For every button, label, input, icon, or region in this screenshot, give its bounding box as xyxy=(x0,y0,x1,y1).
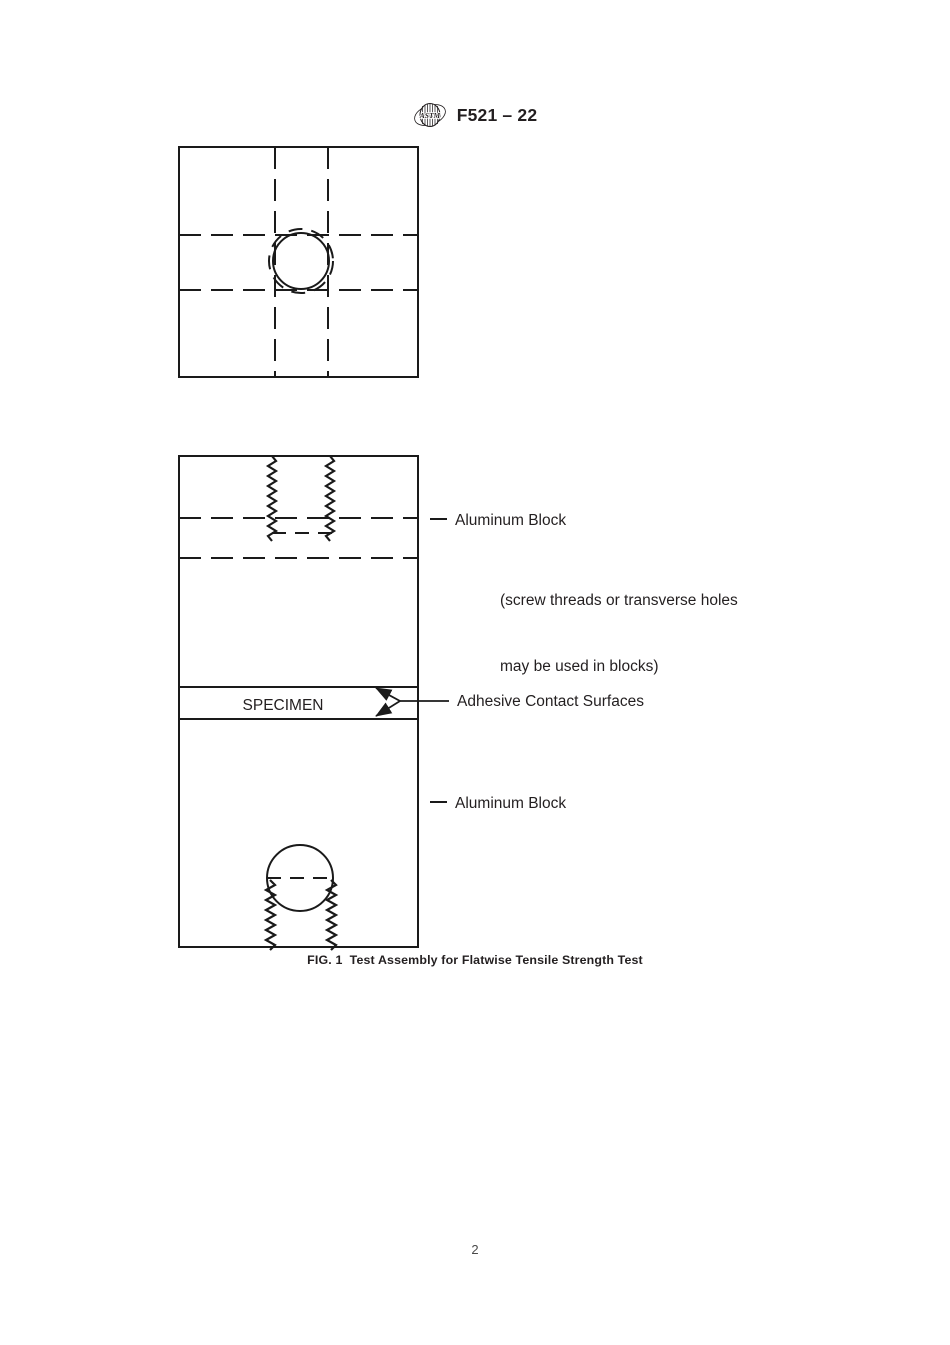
annotation-adhesive-contact-surfaces: Adhesive Contact Surfaces xyxy=(457,693,644,710)
leader-lines-group xyxy=(375,518,449,803)
upper-thread-wall-left xyxy=(265,455,279,542)
upper-thread-wall-right xyxy=(323,455,337,542)
top-view-thread-circle xyxy=(268,228,334,294)
top-view-group xyxy=(178,146,419,378)
svg-text:ASTM: ASTM xyxy=(418,111,440,120)
document-header: ASTM ASTM F521 – 22 xyxy=(0,100,950,130)
leader-adhesive-arrow-upper xyxy=(375,687,401,702)
figure-drawing: SPECIMEN xyxy=(178,146,449,951)
specimen-label: SPECIMEN xyxy=(243,697,324,714)
annotation-aluminum-block-top: Aluminum Block xyxy=(455,512,567,529)
top-view-hole-circle xyxy=(272,232,330,290)
upper-aluminum-block-outline xyxy=(178,455,419,688)
side-view-group: SPECIMEN xyxy=(178,455,419,951)
lower-aluminum-block-outline xyxy=(178,718,419,948)
standard-designation: F521 – 22 xyxy=(456,104,538,125)
svg-text:ASTM: ASTM xyxy=(418,111,440,120)
lower-thread-wall-right xyxy=(324,879,339,951)
top-view-block-outline xyxy=(178,146,419,378)
astm-logo-icon: ASTM ASTM xyxy=(413,103,446,127)
annotation-note-line-1: (screw threads or transverse holes xyxy=(500,592,738,609)
annotation-note: (screw threads or transverse holes may b… xyxy=(500,546,738,722)
figure-caption: FIG. 1 Test Assembly for Flatwise Tensil… xyxy=(307,953,643,967)
page-number: 2 xyxy=(471,1242,479,1257)
leader-adhesive-arrow-lower xyxy=(375,700,401,717)
annotation-aluminum-block-bottom: Aluminum Block xyxy=(455,795,567,812)
specimen-band-outline xyxy=(178,686,419,720)
lower-thread-wall-left xyxy=(263,879,278,951)
annotation-note-line-2: may be used in blocks) xyxy=(500,658,659,675)
